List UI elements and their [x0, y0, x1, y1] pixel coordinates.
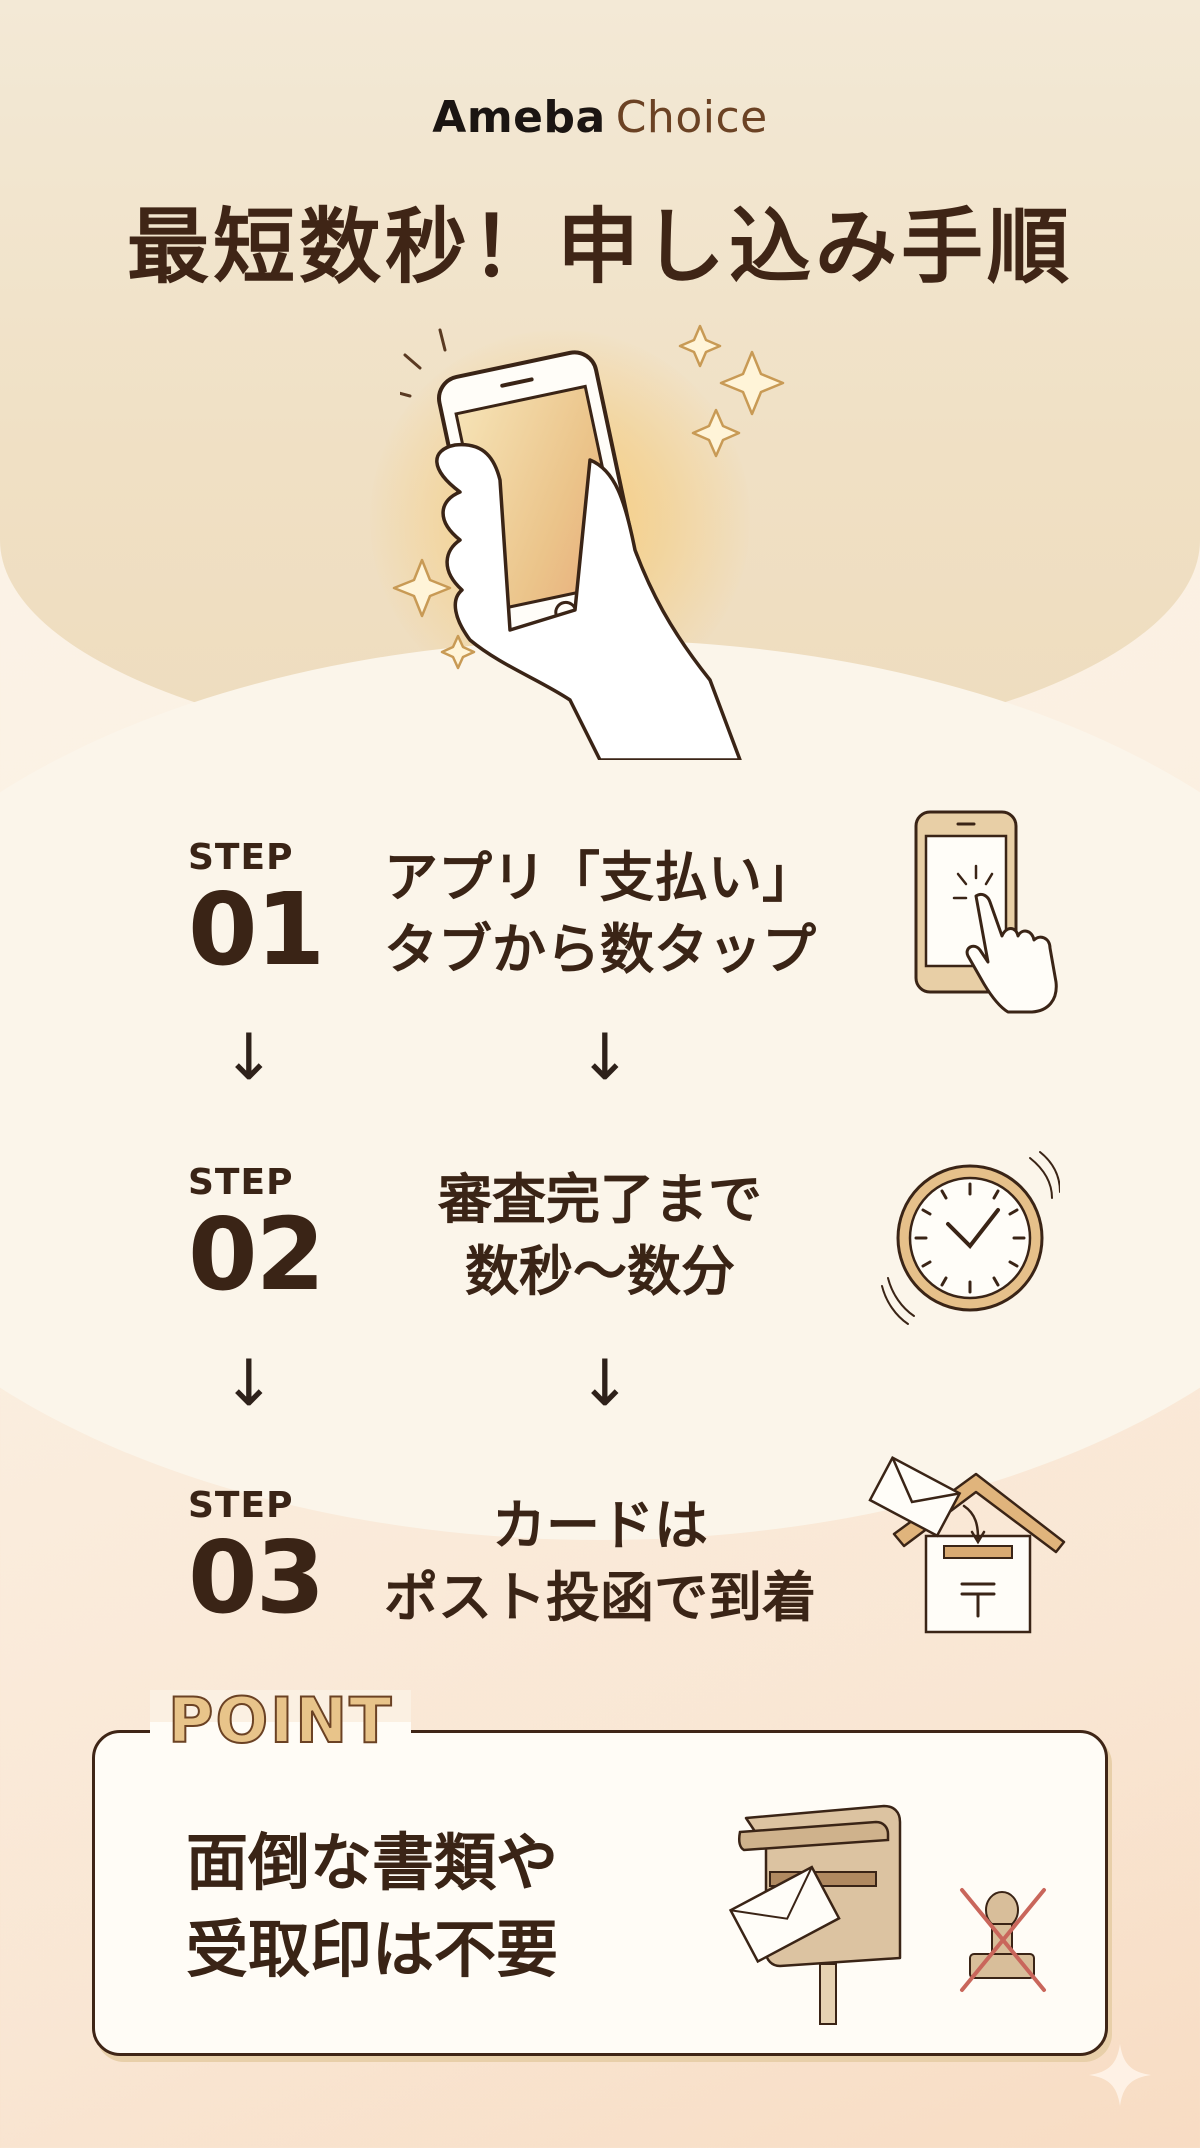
point-card [92, 1730, 1108, 2056]
step-label: STEP [188, 1162, 294, 1203]
step-number: 03 [188, 1519, 325, 1636]
arrow-down-icon: ↓ [222, 1347, 276, 1421]
step-text-line: タブから数タップ [384, 918, 816, 982]
brand-primary: Ameba [432, 92, 606, 143]
step-03-badge: STEP 03 [188, 1485, 325, 1636]
step-01-text: アプリ「支払い」 タブから数タップ [340, 842, 860, 987]
clock-icon [881, 1151, 1060, 1325]
page-title: 最短数秒！申し込み手順 [126, 200, 1073, 295]
point-text: 面倒な書類や 受取印は不要 [186, 1820, 706, 1994]
point-label: POINT [150, 1689, 412, 1753]
mail-house-icon [868, 1455, 1066, 1634]
step-03-text: カードは ポスト投函で到着 [340, 1490, 860, 1635]
no-stamp-icon [960, 1888, 1046, 1992]
step-label: STEP [188, 837, 294, 878]
step-02-badge: STEP 02 [188, 1162, 325, 1313]
phone-tap-icon [914, 810, 1058, 1014]
step-01-badge: STEP 01 [188, 837, 325, 988]
arrow-down-icon: ↓ [578, 1021, 632, 1095]
step-text-line: アプリ「支払い」 [384, 846, 816, 909]
step-label: STEP [188, 1485, 294, 1526]
step-text-line: カードは [492, 1494, 708, 1557]
step-text-line: 審査完了まで [438, 1168, 762, 1231]
brand-secondary: Choice [615, 92, 768, 143]
step-number: 02 [188, 1196, 325, 1313]
hero-curve [0, 640, 1200, 1540]
mailbox-icon [728, 1804, 902, 2025]
arrow-down-icon: ↓ [578, 1347, 632, 1421]
point-text-line: 受取印は不要 [186, 1912, 559, 1986]
step-02-text: 審査完了まで 数秒〜数分 [340, 1164, 860, 1309]
point-text-line: 面倒な書類や [186, 1826, 559, 1899]
step-text-line: 数秒〜数分 [465, 1240, 735, 1304]
hand-smartphone-icon [400, 328, 742, 760]
step-number: 01 [188, 871, 325, 988]
arrow-down-icon: ↓ [222, 1021, 276, 1095]
step-text-line: ポスト投函で到着 [384, 1566, 816, 1630]
sparkle-icon [1089, 2044, 1151, 2106]
